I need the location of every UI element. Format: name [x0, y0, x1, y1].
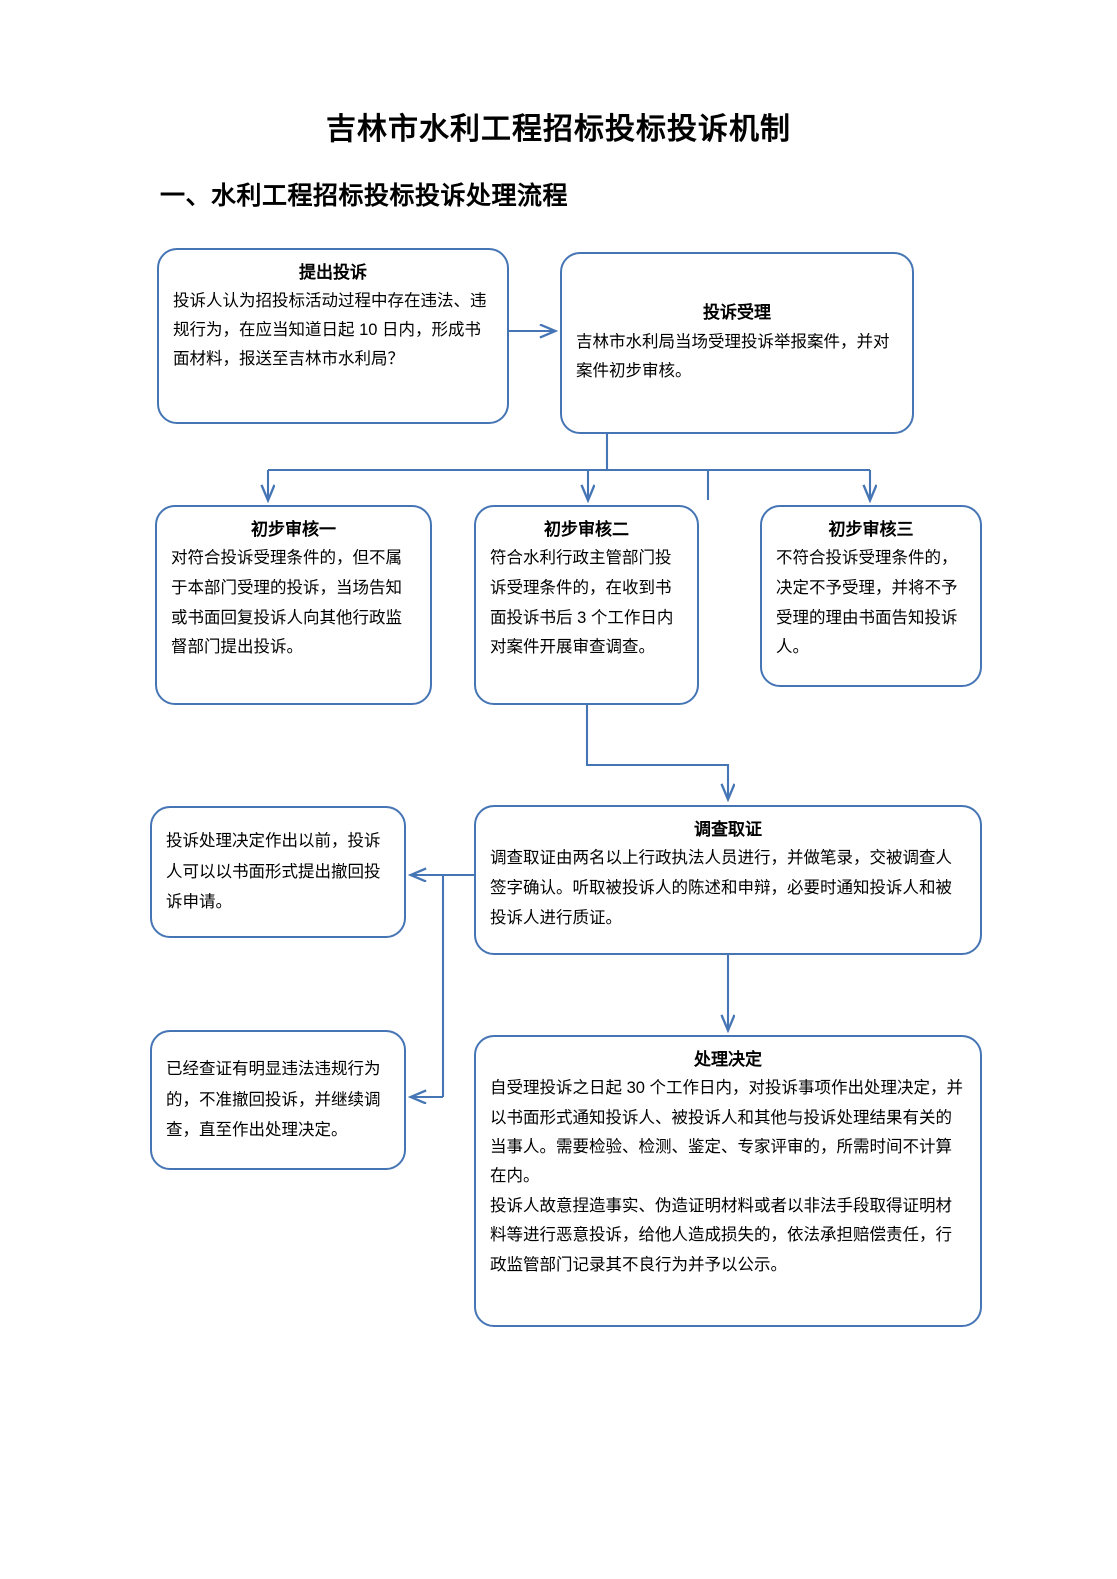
flow-node-decision: 处理决定 自受理投诉之日起 30 个工作日内，对投诉事项作出处理决定，并以书面形… [474, 1035, 982, 1327]
flow-node-no-withdraw: 已经查证有明显违法违规行为的，不准撤回投诉，并继续调查，直至作出处理决定。 [150, 1030, 406, 1170]
flow-node-review2: 初步审核二 符合水利行政主管部门投诉受理条件的，在收到书面投诉书后 3 个工作日… [474, 505, 699, 705]
flow-node-accept: 投诉受理 吉林市水利局当场受理投诉举报案件，并对案件初步审核。 [560, 252, 914, 434]
flow-node-complaint: 提出投诉 投诉人认为招投标活动过程中存在违法、违规行为，在应当知道日起 10 日… [157, 248, 509, 424]
flow-node-review1: 初步审核一 对符合投诉受理条件的，但不属于本部门受理的投诉，当场告知或书面回复投… [155, 505, 432, 705]
page-title: 吉林市水利工程招标投标投诉机制 [326, 112, 791, 147]
node-title: 初步审核三 [828, 520, 914, 539]
flow-node-investigate: 调查取证 调查取证由两名以上行政执法人员进行，并做笔录，交被调查人签字确认。听取… [474, 805, 982, 955]
node-title: 提出投诉 [299, 263, 367, 282]
section-heading: 一、水利工程招标投标投诉处理流程 [160, 182, 569, 210]
node-body: 吉林市水利局当场受理投诉举报案件，并对案件初步审核。 [576, 332, 890, 380]
node-body: 投诉人认为招投标活动过程中存在违法、违规行为，在应当知道日起 10 日内，形成书… [173, 292, 487, 369]
edge-investigate-leftbus [441, 873, 474, 1097]
node-title: 处理决定 [694, 1050, 762, 1069]
edge-review2-investigate [585, 705, 728, 799]
node-body: 对符合投诉受理条件的，但不属于本部门受理的投诉，当场告知或书面回复投诉人向其他行… [171, 549, 402, 657]
node-title: 投诉受理 [703, 303, 771, 323]
node-title: 初步审核二 [544, 520, 629, 539]
node-body: 符合水利行政主管部门投诉受理条件的，在收到书面投诉书后 3 个工作日内对案件开展… [490, 549, 674, 657]
node-body: 投诉处理决定作出以前，投诉人可以以书面形式提出撤回投诉申请。 [166, 832, 381, 912]
node-body: 自受理投诉之日起 30 个工作日内，对投诉事项作出处理决定，并以书面形式通知投诉… [490, 1079, 964, 1274]
node-body: 已经查证有明显违法违规行为的，不准撤回投诉，并继续调查，直至作出处理决定。 [166, 1060, 381, 1140]
flow-node-review3: 初步审核三 不符合投诉受理条件的，决定不予受理，并将不予受理的理由书面告知投诉人… [760, 505, 982, 687]
node-body: 调查取证由两名以上行政执法人员进行，并做笔录，交被调查人签字确认。听取被投诉人的… [490, 849, 952, 927]
node-body: 不符合投诉受理条件的，决定不予受理，并将不予受理的理由书面告知投诉人。 [776, 549, 958, 657]
flow-node-withdraw: 投诉处理决定作出以前，投诉人可以以书面形式提出撤回投诉申请。 [150, 806, 406, 938]
node-title: 调查取证 [694, 820, 762, 839]
node-title: 初步审核一 [251, 520, 336, 539]
